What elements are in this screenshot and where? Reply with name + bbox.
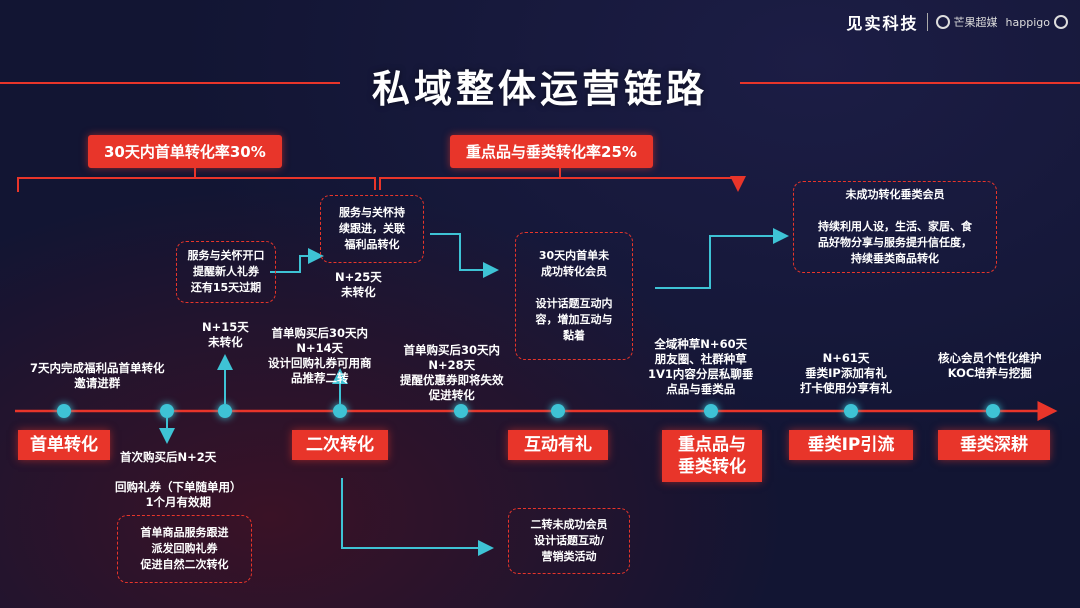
note-box-second-unconverted: 二转未成功会员 设计话题互动/ 营销类活动 — [508, 508, 630, 574]
label-core-member: 核心会员个性化维护 KOC培养与挖掘 — [938, 351, 1042, 380]
note-box-repurchase-coupon: 首单商品服务跟进 派发回购礼券 促进自然二次转化 — [117, 515, 252, 583]
stage-second-conversion: 二次转化 — [292, 430, 388, 460]
brace-left — [17, 177, 376, 192]
label-n60: 全域种草N+60天 朋友圈、社群种草 1V1内容分层私聊垂 点品与垂类品 — [648, 337, 754, 396]
brand-name: 见实科技 — [846, 14, 919, 33]
label-coupon: 回购礼券（下单随单用） 1个月有效期 — [115, 480, 242, 509]
page-title: 私域整体运营链路 — [371, 67, 708, 111]
note-box-welcome-reminder: 服务与关怀开口 提醒新人礼券 还有15天过期 — [176, 241, 276, 303]
brand-header: 见实科技 芒果超媒 happigo — [847, 10, 1068, 34]
label-n61: N+61天 垂类IP添加有礼 打卡使用分享有礼 — [800, 351, 892, 395]
logo-circle-icon — [935, 15, 950, 29]
label-n15: N+15天 未转化 — [202, 320, 249, 349]
timeline-node — [844, 404, 858, 418]
stage-ip-traffic: 垂类IP引流 — [789, 430, 913, 460]
stage-interaction-gift: 互动有礼 — [508, 430, 608, 460]
timeline-node — [333, 404, 347, 418]
brand-logo-1: 芒果超媒 — [935, 14, 998, 30]
label-n2: 首次购买后N+2天 — [120, 450, 217, 464]
stage-deep-cultivation: 垂类深耕 — [938, 430, 1050, 460]
brand-divider — [926, 13, 928, 31]
note-box-unconverted-category: 未成功转化垂类会员 持续利用人设，生活、家居、食 品好物分享与服务提升信任度， … — [793, 181, 997, 273]
label-n14: 首单购买后30天内 N+14天 设计回购礼券可用商 品推荐二转 — [268, 326, 372, 385]
label-first-conversion-task: 7天内完成福利品首单转化 邀请进群 — [30, 361, 165, 390]
stage-category-conversion: 重点品与 垂类转化 — [662, 430, 762, 482]
label-n28: 首单购买后30天内 N+28天 提醒优惠券即将失效 促进转化 — [400, 343, 504, 402]
timeline-node — [218, 404, 232, 418]
timeline-node — [986, 404, 1000, 418]
timeline-node — [551, 404, 565, 418]
note-box-unconverted-first-order: 30天内首单未 成功转化会员 设计话题互动内 容，增加互动与 黏着 — [515, 232, 633, 360]
label-n25: N+25天 未转化 — [335, 270, 382, 299]
logo-circle-icon — [1054, 15, 1068, 29]
banner-category-rate: 重点品与垂类转化率25% — [450, 135, 653, 168]
brand-logo-2: happigo — [1006, 15, 1068, 29]
timeline-node — [454, 404, 468, 418]
timeline-node — [57, 404, 71, 418]
banner-first-order-rate: 30天内首单转化率30% — [88, 135, 282, 168]
timeline-node — [704, 404, 718, 418]
brace-right — [379, 176, 746, 192]
stage-first-order: 首单转化 — [18, 430, 110, 460]
timeline-node — [160, 404, 174, 418]
note-box-care-followup: 服务与关怀持 续跟进，关联 福利品转化 — [320, 195, 424, 263]
